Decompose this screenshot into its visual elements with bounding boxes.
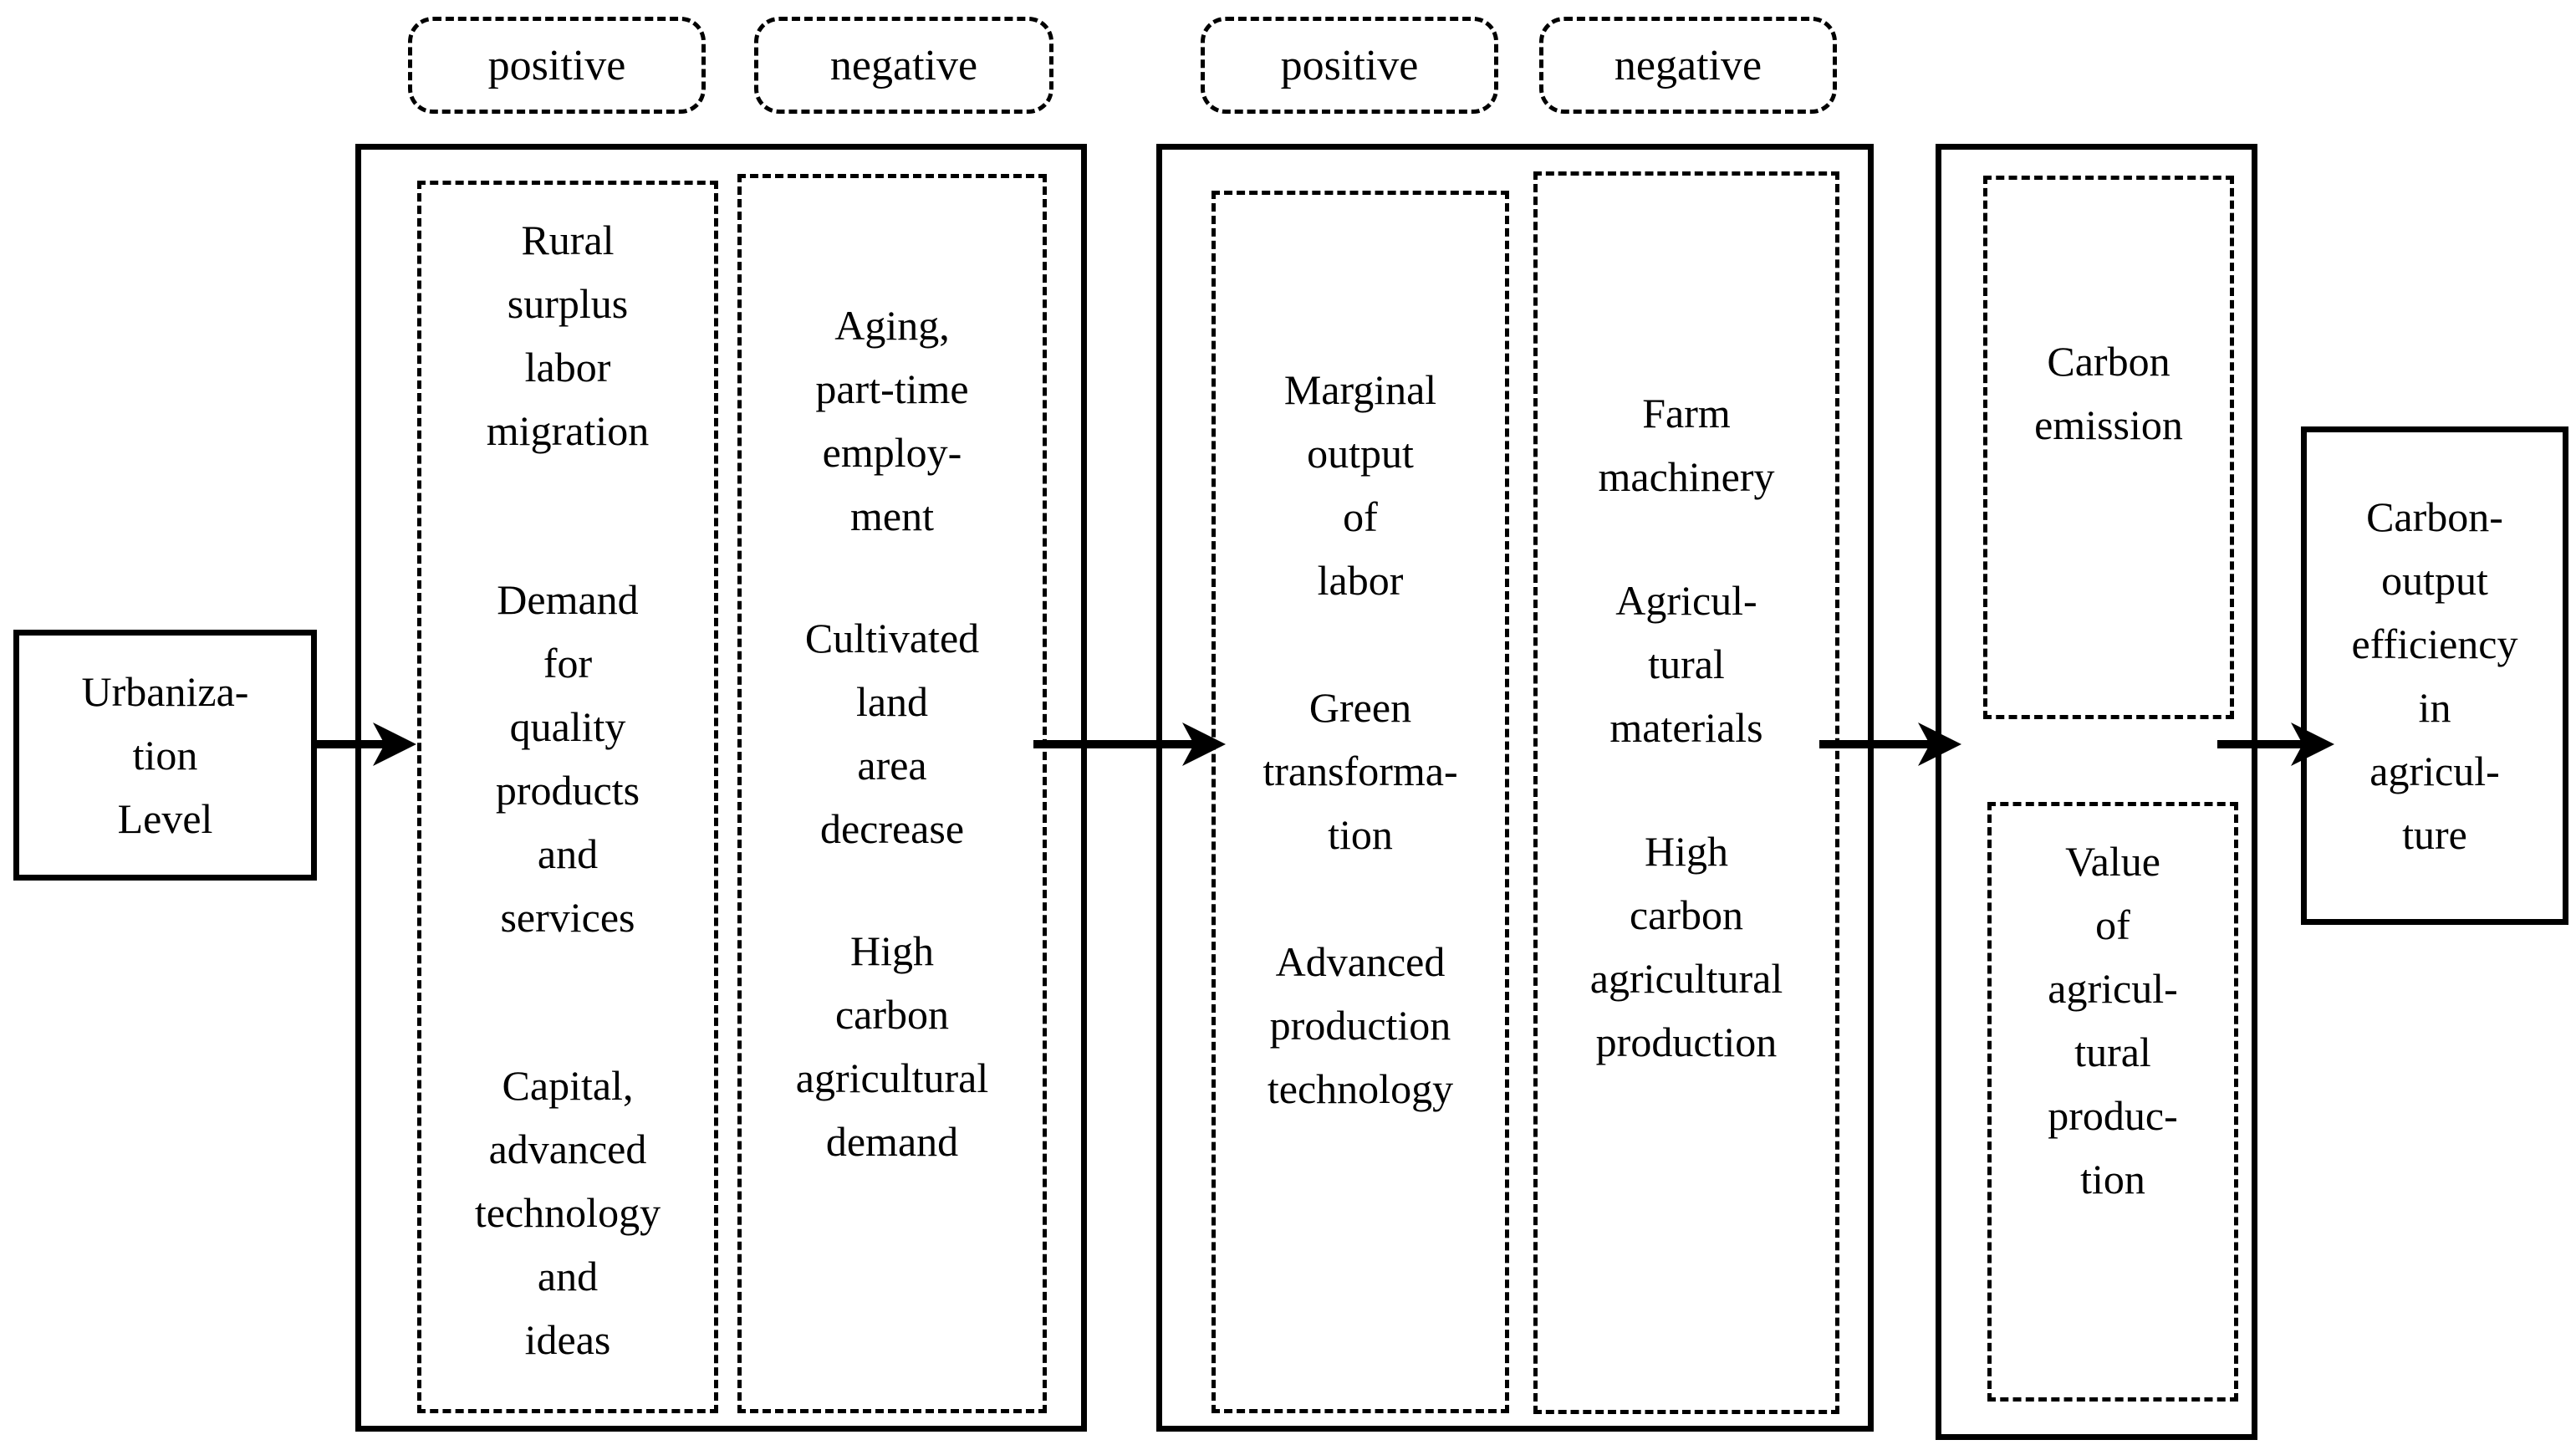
arrow-shaft (2217, 740, 2306, 748)
text-line: Carbon (2047, 338, 2170, 385)
text-line: and (537, 1253, 599, 1299)
text-line: High (850, 927, 934, 974)
text-line: produc- (2048, 1092, 2178, 1139)
text-line: carbon (834, 991, 950, 1038)
label-stage1-negative: negative (754, 17, 1053, 114)
text-line: materials (1609, 704, 1763, 751)
text-line: agricultural (1589, 955, 1783, 1002)
text-line: tion (2080, 1156, 2145, 1202)
text-line: in (2418, 684, 2451, 731)
text-line: Rural (521, 217, 615, 263)
text-line: labor (524, 344, 611, 391)
text-line: tural (2074, 1029, 2151, 1075)
text-line: Capital, (502, 1062, 634, 1109)
text-line: migration (486, 407, 650, 454)
text-line: for (543, 639, 593, 687)
arrowhead-icon (373, 722, 416, 766)
text-line: machinery (1598, 453, 1775, 500)
text-line: Cultivated (804, 615, 980, 661)
factor-group: Aging, part-time employ-ment (742, 294, 1043, 548)
factor-group: High carbon agricultural production (1538, 820, 1835, 1074)
text-line: and (537, 830, 599, 877)
text-line: demand (825, 1118, 959, 1165)
text-line: output (1307, 430, 1414, 477)
text-line: of (1343, 493, 1378, 540)
text-line: tion (132, 732, 198, 779)
text-line: Level (117, 795, 213, 842)
text-line: services (500, 893, 635, 941)
text-line: advanced (488, 1126, 647, 1172)
text-line: surplus (507, 280, 629, 327)
text-line: emission (2034, 401, 2183, 448)
factor-group: Marginal output of labor (1216, 358, 1505, 612)
factor-group: Capital, advanced technology and ideas (421, 1054, 714, 1371)
text-line: agricul- (2048, 965, 2178, 1012)
text-line: Demand (497, 575, 639, 623)
arrowhead-icon (1182, 722, 1226, 766)
text-line: part-time (815, 365, 969, 412)
text-line: carbon (1629, 891, 1744, 938)
text-line: of (2095, 901, 2130, 948)
text-line: decrease (819, 805, 965, 852)
arrowhead-icon (2291, 722, 2334, 766)
text-line: Marginal (1283, 366, 1437, 413)
value-of-agricultural-production-box: Value of agricul-tural produc-tion (1987, 802, 2238, 1402)
arrow-shaft (1819, 740, 1933, 748)
text-line: output (2381, 557, 2488, 604)
factor-group: Demand for quality products and services (421, 568, 714, 949)
text-line: transforma- (1262, 748, 1458, 794)
text-line: labor (1317, 557, 1404, 604)
text-line: High (1645, 828, 1728, 875)
carbon-output-efficiency-box: Carbon-output efficiency in agricul-ture (2301, 426, 2568, 925)
text-line: Carbon- (2366, 493, 2503, 540)
factor-group: Farm machinery (1538, 381, 1835, 508)
text-line: agricul- (2369, 748, 2500, 794)
carbon-emission-box: Carbon emission (1983, 176, 2234, 719)
arrow-shaft (311, 740, 388, 748)
text-line: technology (1267, 1065, 1454, 1112)
factor-group: Rural surplus labor migration (421, 208, 714, 462)
label-stage2-positive: positive (1201, 17, 1498, 114)
text-line: Aging, (834, 302, 950, 349)
text-line: ture (2402, 811, 2467, 858)
text-line: quality (509, 702, 626, 750)
text-line: tion (1328, 811, 1393, 858)
factor-group: Green transforma-tion (1216, 676, 1505, 866)
text-line: efficiency (2351, 620, 2518, 667)
text-line: production (1269, 1002, 1451, 1049)
text-line: technology (474, 1189, 661, 1236)
text-line: Farm (1642, 390, 1731, 437)
text-line: production (1595, 1019, 1778, 1065)
text-line: Value (2065, 838, 2160, 885)
text-line: ideas (524, 1316, 611, 1363)
text-line: tural (1648, 641, 1725, 687)
text-line: employ- (822, 429, 962, 476)
text-line: agricultural (795, 1054, 989, 1101)
text-line: Green (1308, 684, 1412, 731)
text-line: products (495, 766, 640, 814)
arrow-shaft (1033, 740, 1197, 748)
label-stage1-positive: positive (408, 17, 706, 114)
text-line: land (855, 678, 929, 725)
factor-group: Agricul-tural materials (1538, 569, 1835, 759)
factor-group: Cultivated land area decrease (742, 606, 1043, 860)
text-line: Urbaniza- (81, 668, 249, 715)
arrowhead-icon (1918, 722, 1961, 766)
text-line: Agricul- (1615, 577, 1757, 624)
text-line: Advanced (1275, 938, 1446, 985)
factor-group: High carbon agricultural demand (742, 919, 1043, 1173)
label-stage2-negative: negative (1539, 17, 1837, 114)
factor-group: Advanced production technology (1216, 930, 1505, 1121)
stage3-box: Carbon emission Value of agricul-tural produ… (1936, 144, 2257, 1440)
text-line: area (857, 742, 927, 789)
text-line: ment (850, 493, 934, 539)
